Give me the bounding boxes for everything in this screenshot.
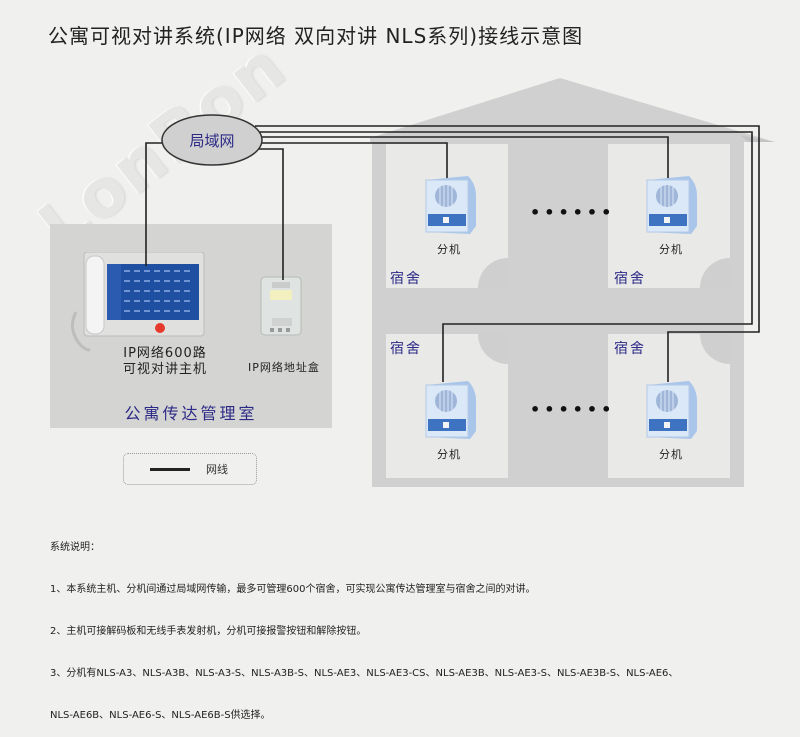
extension-label: 分机: [659, 448, 683, 461]
legend-wire-swatch: [150, 468, 190, 471]
office-title: 公寓传达管理室: [124, 404, 258, 423]
extension-label: 分机: [659, 243, 683, 256]
door-icon: [478, 258, 508, 288]
door-icon: [478, 334, 508, 364]
notes-heading: 系统说明：: [50, 542, 100, 553]
extension-devices: [425, 175, 698, 440]
notes-item: 1、本系统主机、分机间通过局域网传输，最多可管理600个宿舍，可实现公寓传达管理…: [50, 584, 536, 595]
room-label: 宿舍: [390, 271, 422, 287]
room-label: 宿舍: [614, 271, 646, 287]
door-icon: [700, 258, 730, 288]
notes-item: 2、主机可接解码板和无线手表发射机，分机可接报警按钮和解除按钮。: [50, 626, 367, 637]
extension-unit-icon: [646, 380, 698, 440]
wiring-diagram: 局域网: [145, 114, 760, 382]
extension-unit-icon: [425, 175, 477, 235]
host-label-line1: IP网络600路: [123, 346, 207, 361]
notes-item: NLS-AE6B、NLS-AE6-S、NLS-AE6B-S供选择。: [50, 710, 271, 721]
lan-ellipse: [161, 114, 263, 166]
extension-unit-icon: [425, 380, 477, 440]
notes-item: 3、分机有NLS-A3、NLS-A3B、NLS-A3-S、NLS-A3B-S、N…: [50, 668, 679, 679]
call-button-icon: [155, 323, 165, 333]
extension-label: 分机: [437, 448, 461, 461]
wire-to-room-top-right: [258, 136, 669, 178]
host-label-line2: 可视对讲主机: [122, 362, 207, 377]
door-icon: [700, 334, 730, 364]
intercom-host-device: [71, 252, 205, 352]
lan-label: 局域网: [189, 132, 234, 150]
wire-to-host: [145, 142, 162, 266]
more-rooms-ellipsis: ••••••: [530, 203, 616, 222]
legend-label: 网线: [206, 463, 228, 476]
legend: 网线: [123, 453, 257, 485]
page-title: 公寓可视对讲系统(IP网络 双向对讲 NLS系列)接线示意图: [48, 24, 584, 48]
wire-to-room-bottom-right: [255, 125, 760, 382]
wire-to-room-bottom-left: [258, 131, 753, 382]
address-box-label: IP网络地址盒: [248, 361, 320, 374]
extension-label: 分机: [437, 243, 461, 256]
more-rooms-ellipsis: ••••••: [530, 400, 616, 419]
handset-icon: [85, 255, 105, 335]
extension-unit-icon: [646, 175, 698, 235]
handset-cord-icon: [71, 311, 91, 352]
office-area: IP网络600路 可视对讲主机 IP网络地址盒 公寓传达管理室: [50, 224, 332, 428]
room-label: 宿舍: [614, 341, 646, 357]
wire-to-room-top-left: [255, 142, 448, 178]
roof-eave: [740, 135, 775, 142]
ip-address-box-device: [260, 276, 302, 336]
room-label: 宿舍: [390, 341, 422, 357]
system-notes: 系统说明： 1、本系统主机、分机间通过局域网传输，最多可管理600个宿舍，可实现…: [50, 513, 678, 737]
host-label: IP网络600路 可视对讲主机: [80, 346, 250, 378]
